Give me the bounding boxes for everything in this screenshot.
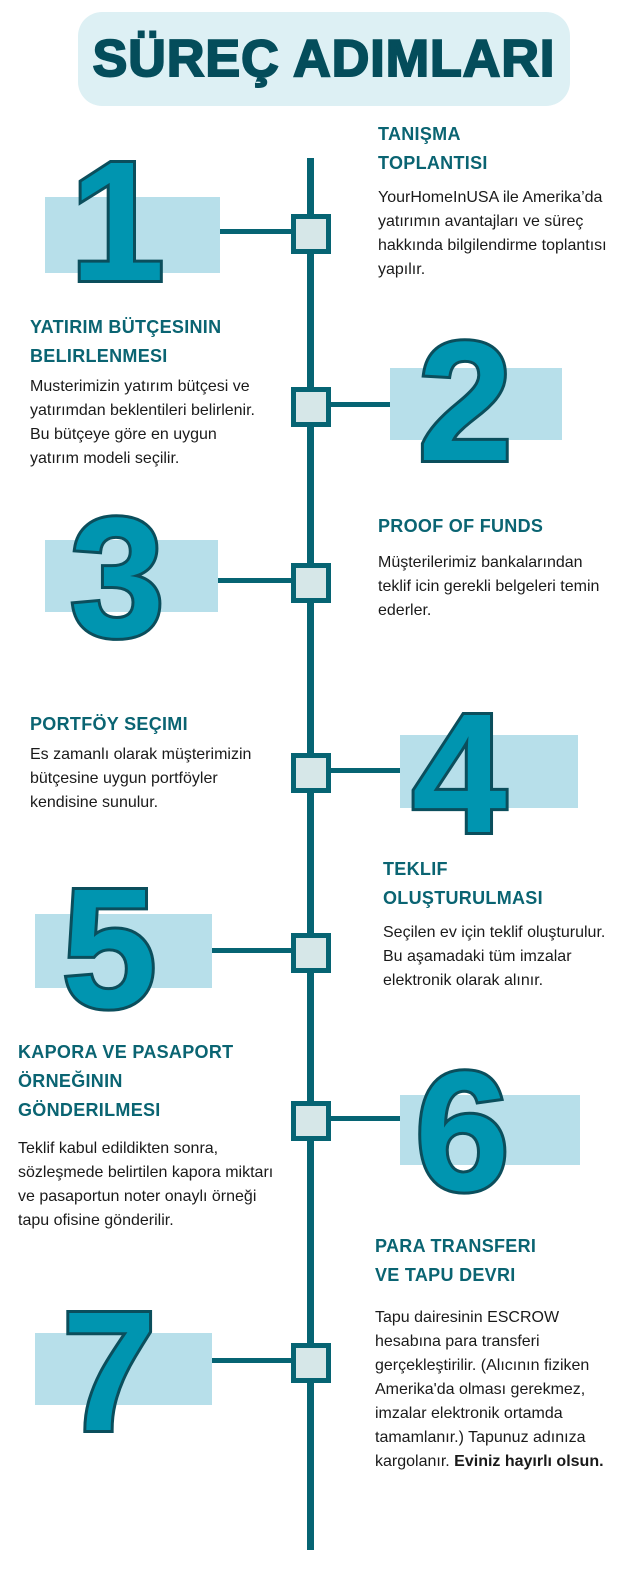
step-4: PORTFÖY SEÇIMI Es zamanlı olarak müşteri… bbox=[30, 710, 270, 815]
step-number-1: 1 bbox=[67, 127, 168, 317]
step-number-3: 3 bbox=[67, 483, 168, 673]
step-heading: PARA TRANSFERI VE TAPU DEVRI bbox=[375, 1236, 537, 1285]
page-title: SÜREÇ ADIMLARI bbox=[92, 29, 556, 89]
number-backdrop bbox=[45, 197, 220, 273]
number-backdrop bbox=[390, 368, 562, 440]
closing-wish: Eviniz hayırlı olsun. bbox=[454, 1453, 604, 1470]
timeline-marker bbox=[291, 933, 331, 973]
connector bbox=[310, 768, 400, 773]
step-body: Müşterilerimiz bankalarından teklif icin… bbox=[378, 554, 600, 619]
connector bbox=[310, 402, 390, 407]
step-body: Seçilen ev için teklif oluşturulur. Bu a… bbox=[383, 924, 606, 989]
timeline-marker bbox=[291, 563, 331, 603]
step-2: YATIRIM BÜTÇESININ BELIRLENMESI Musterim… bbox=[30, 313, 270, 471]
step-heading: YATIRIM BÜTÇESININ BELIRLENMESI bbox=[30, 317, 222, 366]
connector bbox=[212, 1358, 310, 1363]
step-5: TEKLIF OLUŞTURULMASI Seçilen ev için tek… bbox=[383, 855, 623, 993]
step-body: Musterimizin yatırım bütçesi ve yatırımd… bbox=[30, 378, 255, 467]
step-body-text: Tapu dairesinin ESCROW hesabına para tra… bbox=[375, 1309, 590, 1470]
step-heading: TANIŞMA TOPLANTISI bbox=[378, 124, 488, 173]
step-heading: PORTFÖY SEÇIMI bbox=[30, 714, 188, 734]
number-backdrop bbox=[400, 735, 578, 808]
step-heading: KAPORA VE PASAPORT ÖRNEĞININ GÖNDERILMES… bbox=[18, 1042, 234, 1120]
timeline-marker bbox=[291, 387, 331, 427]
connector bbox=[220, 229, 310, 234]
step-number-6: 6 bbox=[412, 1037, 513, 1227]
timeline-marker bbox=[291, 214, 331, 254]
step-body: Teklif kabul edildikten sonra, sözleşmed… bbox=[18, 1140, 274, 1229]
timeline-marker bbox=[291, 1101, 331, 1141]
step-number-7: 7 bbox=[59, 1277, 160, 1467]
step-heading: PROOF OF FUNDS bbox=[378, 516, 544, 536]
step-heading: TEKLIF OLUŞTURULMASI bbox=[383, 859, 543, 908]
step-number-4: 4 bbox=[409, 679, 510, 869]
step-body: Tapu dairesinin ESCROW hesabına para tra… bbox=[375, 1306, 625, 1474]
step-1: TANIŞMA TOPLANTISI YourHomeInUSA ile Ame… bbox=[378, 120, 618, 282]
number-backdrop bbox=[35, 1333, 212, 1405]
timeline-line bbox=[307, 158, 314, 1550]
step-body: Es zamanlı olarak müşterimizin bütçesine… bbox=[30, 746, 252, 811]
connector bbox=[218, 578, 310, 583]
connector bbox=[212, 948, 310, 953]
step-6: KAPORA VE PASAPORT ÖRNEĞININ GÖNDERILMES… bbox=[18, 1038, 288, 1233]
timeline-marker bbox=[291, 753, 331, 793]
step-3: PROOF OF FUNDS Müşterilerimiz bankaların… bbox=[378, 512, 618, 623]
number-backdrop bbox=[35, 914, 212, 988]
step-number-2: 2 bbox=[415, 307, 516, 497]
timeline-marker bbox=[291, 1343, 331, 1383]
number-backdrop bbox=[45, 540, 218, 612]
connector bbox=[310, 1116, 400, 1121]
step-number-5: 5 bbox=[59, 854, 160, 1044]
step-7: PARA TRANSFERI VE TAPU DEVRI Tapu daires… bbox=[375, 1232, 625, 1474]
title-banner: SÜREÇ ADIMLARI bbox=[78, 12, 570, 106]
step-body: YourHomeInUSA ile Amerika’da yatırımın a… bbox=[378, 189, 607, 278]
number-backdrop bbox=[400, 1095, 580, 1165]
